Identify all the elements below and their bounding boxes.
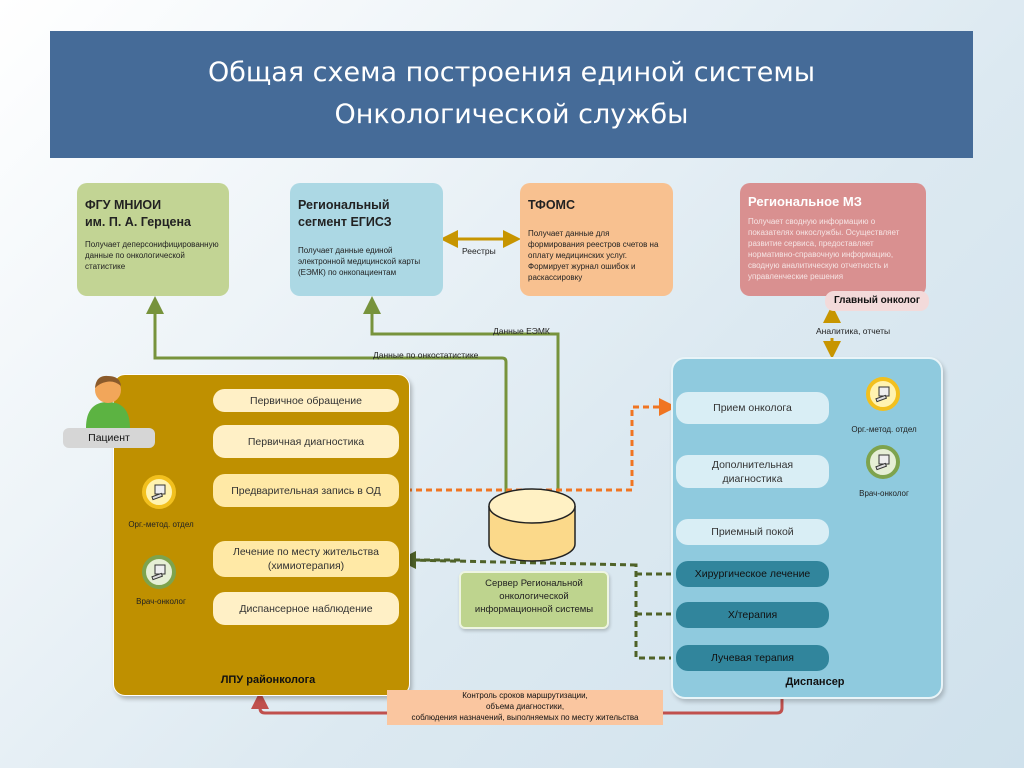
control-box: Контроль сроков маршрутизации, объема ди… bbox=[387, 690, 663, 725]
fgu-title-1: ФГУ МНИОИ bbox=[85, 198, 162, 212]
disp-step-1[interactable]: Прием онколога bbox=[676, 392, 829, 424]
disp-step-3[interactable]: Приемный покой bbox=[676, 519, 829, 545]
registries-label: Реестры bbox=[462, 246, 496, 256]
control-line-2: объема диагностики, bbox=[485, 702, 565, 711]
egisz-title-2: сегмент ЕГИСЗ bbox=[298, 215, 392, 229]
tfoms-text: Получает данные для формирования реестро… bbox=[528, 229, 659, 282]
disp-role-1: Орг.-метод. отдел bbox=[851, 425, 917, 434]
disp-step-6[interactable]: Лучевая терапия bbox=[676, 645, 829, 671]
lpu-step-5[interactable]: Диспансерное наблюдение bbox=[213, 592, 399, 625]
appointment-arrow bbox=[406, 398, 677, 492]
disp-role-2: Врач-онколог bbox=[859, 489, 909, 498]
dispanser-label: Диспансер bbox=[785, 676, 845, 688]
mz-title: Региональное МЗ bbox=[748, 194, 862, 209]
computer-icon bbox=[866, 377, 900, 411]
treatment-return-arrow bbox=[405, 558, 676, 660]
title-bar: Общая схема построения единой системы Он… bbox=[50, 31, 973, 158]
tfoms-box: ТФОМС Получает данные для формирования р… bbox=[520, 183, 673, 296]
control-line-3: соблюдения назначений, выполняемых по ме… bbox=[411, 713, 639, 722]
disp-step-4[interactable]: Хирургическое лечение bbox=[676, 561, 829, 587]
title-line-2: Онкологической службы bbox=[334, 99, 689, 130]
lpu-step-2[interactable]: Первичная диагностика bbox=[213, 425, 399, 458]
lpu-step-3[interactable]: Предварительная запись в ОД bbox=[213, 474, 399, 507]
lpu-label: ЛПУ районколога bbox=[220, 674, 316, 686]
egisz-box: Региональный сегмент ЕГИСЗ Получает данны… bbox=[290, 183, 443, 296]
computer-icon bbox=[142, 555, 176, 589]
disp-step-2[interactable]: Дополнительная диагностика bbox=[676, 455, 829, 488]
control-line-1: Контроль сроков маршрутизации, bbox=[462, 691, 588, 700]
tfoms-title: ТФОМС bbox=[528, 198, 575, 212]
egisz-title-1: Региональный bbox=[298, 198, 390, 212]
patient-label: Пациент bbox=[63, 428, 155, 448]
emk-line bbox=[363, 296, 560, 495]
fgu-text: Получает деперсонифицированную данные по… bbox=[85, 240, 219, 271]
mz-box: Региональное МЗ Получает сводную информа… bbox=[740, 183, 926, 296]
mz-text: Получает сводную информацию о показателя… bbox=[748, 217, 900, 281]
analytics-label: Аналитика, отчеты bbox=[816, 326, 891, 336]
disp-step-5[interactable]: Х/терапия bbox=[676, 602, 829, 628]
computer-icon bbox=[866, 445, 900, 479]
egisz-text: Получает данные единой электронной медиц… bbox=[298, 246, 421, 277]
lpu-role-1: Орг.-метод. отдел bbox=[128, 520, 194, 529]
lpu-step-1[interactable]: Первичное обращение bbox=[213, 389, 399, 412]
computer-icon bbox=[142, 475, 176, 509]
chief-oncologist-badge: Главный онколог bbox=[825, 291, 929, 311]
oncostat-data-label: Данные по онкостатистике bbox=[373, 350, 479, 360]
lpu-container bbox=[113, 374, 410, 696]
lpu-role-2: Врач-онколог bbox=[136, 597, 186, 606]
lpu-step-4[interactable]: Лечение по месту жительства (химиотерапи… bbox=[213, 541, 399, 577]
oncostat-line bbox=[146, 296, 508, 495]
server-label: Сервер Региональной онкологической инфор… bbox=[459, 571, 609, 629]
emk-data-label: Данные ЕЭМК bbox=[493, 326, 550, 336]
fgu-title-2: им. П. А. Герцена bbox=[85, 215, 191, 229]
fgu-box: ФГУ МНИОИ им. П. А. Герцена Получает депе… bbox=[77, 183, 229, 296]
person-icon bbox=[78, 370, 138, 430]
database-icon bbox=[486, 486, 578, 566]
title-line-1: Общая схема построения единой системы bbox=[207, 57, 816, 88]
